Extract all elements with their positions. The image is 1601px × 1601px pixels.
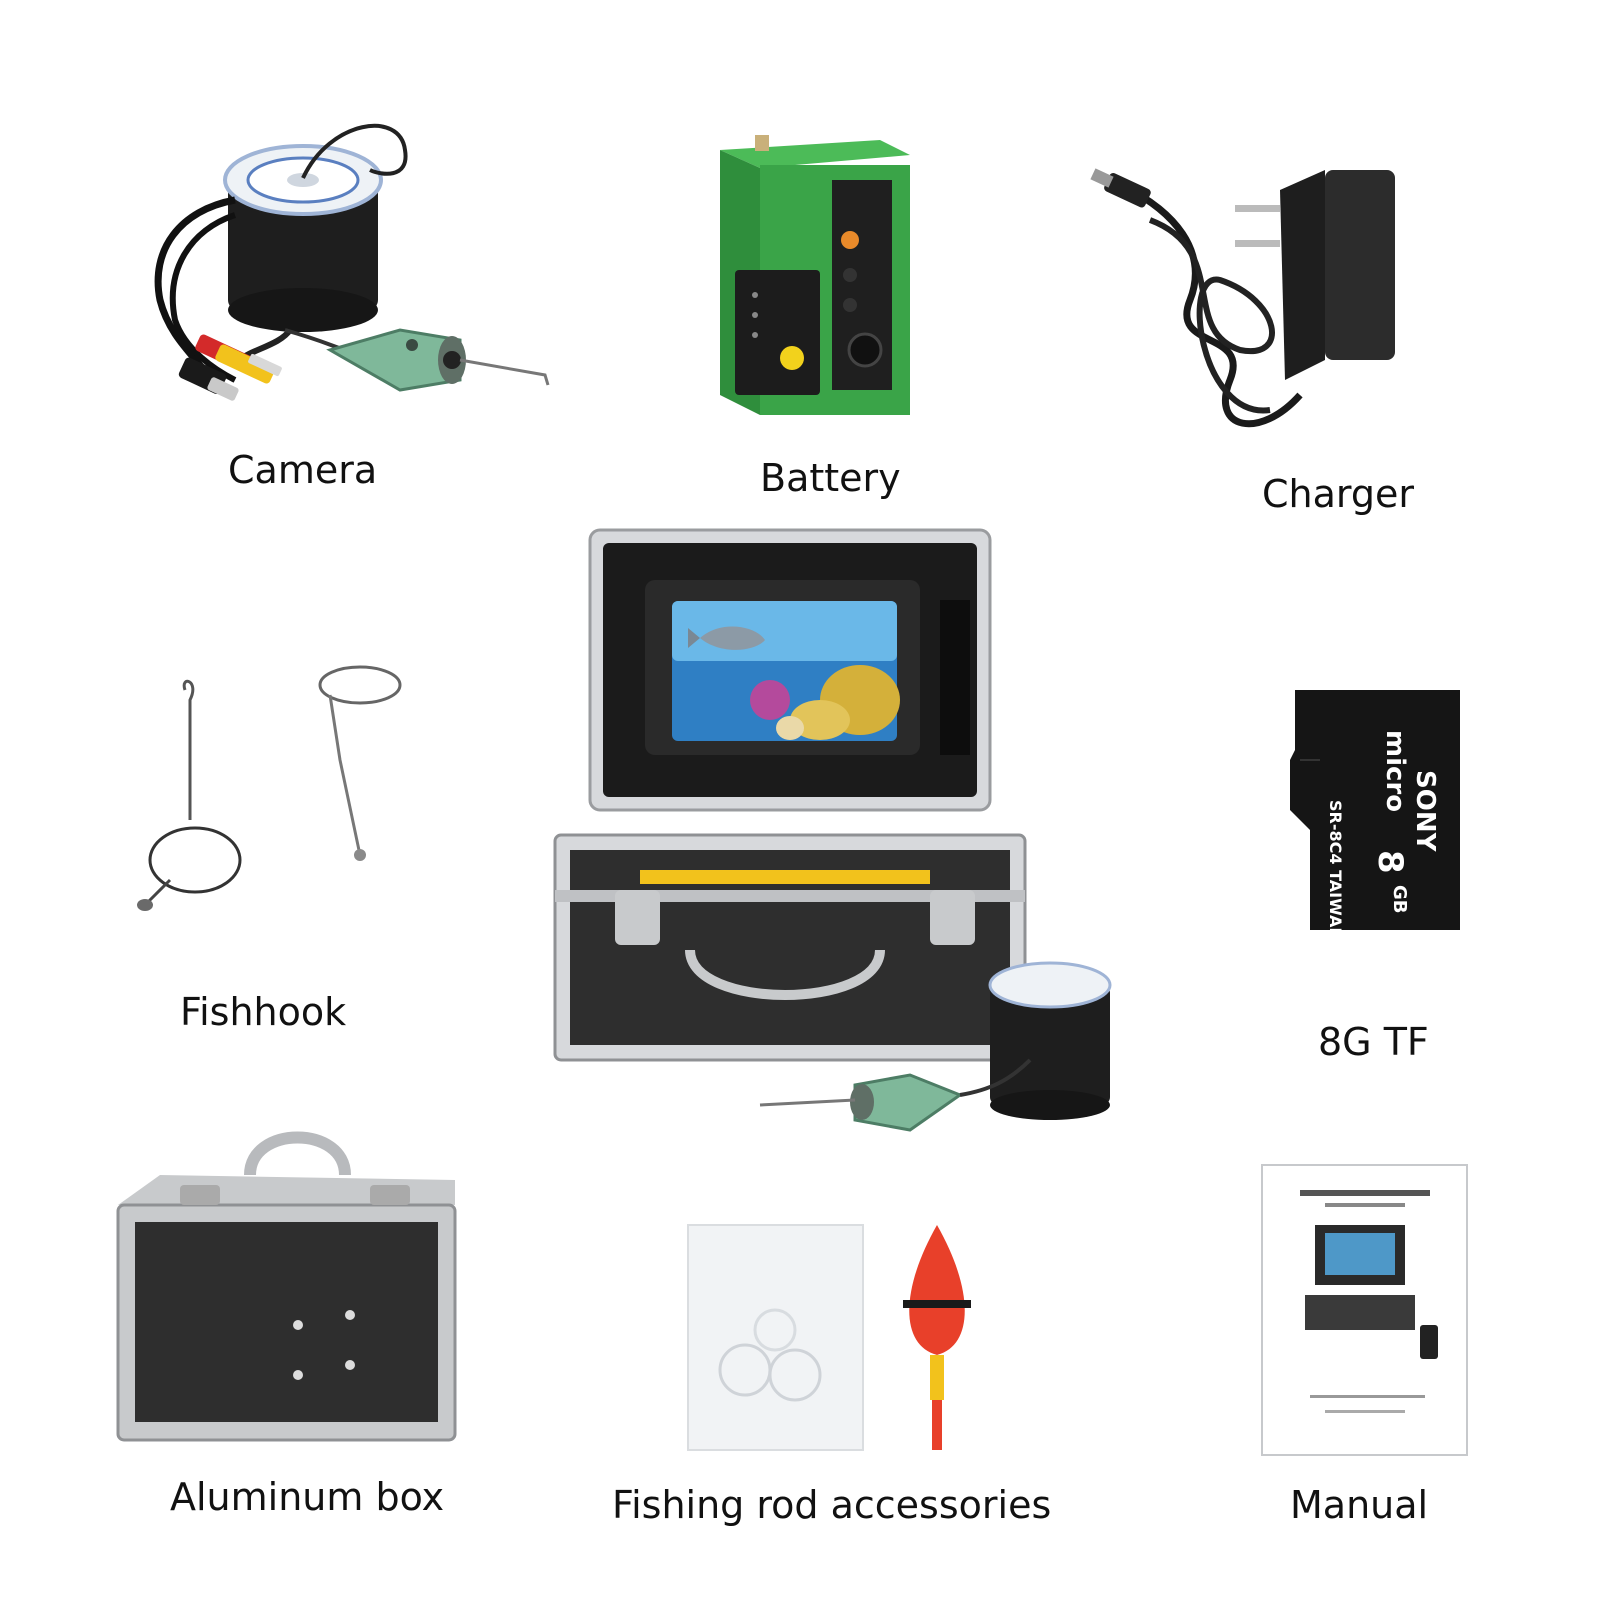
sd-card-capacity: 8: [1370, 850, 1410, 874]
sd-card-unit: GB: [1389, 885, 1410, 914]
label-manual: Manual: [1290, 1483, 1429, 1527]
accessory-bag: [687, 1224, 864, 1451]
camera-head: [326, 328, 550, 392]
monitor-screen: [672, 601, 900, 741]
label-accessories: Fishing rod accessories: [612, 1483, 1052, 1527]
label-fishhook: Fishhook: [180, 990, 347, 1034]
label-tf-card: 8G TF: [1318, 1020, 1429, 1064]
label-camera: Camera: [228, 448, 378, 492]
fishing-float: [903, 1225, 971, 1450]
user-manual: [1261, 1164, 1468, 1456]
label-aluminum-box: Aluminum box: [170, 1475, 445, 1519]
microsd-card: [1290, 690, 1460, 930]
camera-reel: [223, 123, 408, 332]
sd-card-code: SR-8C4 TAIWAN: [1326, 800, 1345, 941]
aluminum-box: [116, 1131, 457, 1442]
kit-reel-and-camera: [759, 961, 1112, 1132]
sd-card-type: micro: [1380, 730, 1410, 813]
charger-adapter: [1090, 168, 1395, 428]
fishhook-wires: [137, 665, 402, 911]
camera-cables: [154, 196, 346, 401]
battery-unit: [720, 135, 910, 415]
label-charger: Charger: [1262, 472, 1414, 516]
label-battery: Battery: [760, 456, 901, 500]
kit-case-body: [553, 833, 1027, 1062]
sd-card-brand: SONY: [1410, 770, 1440, 852]
